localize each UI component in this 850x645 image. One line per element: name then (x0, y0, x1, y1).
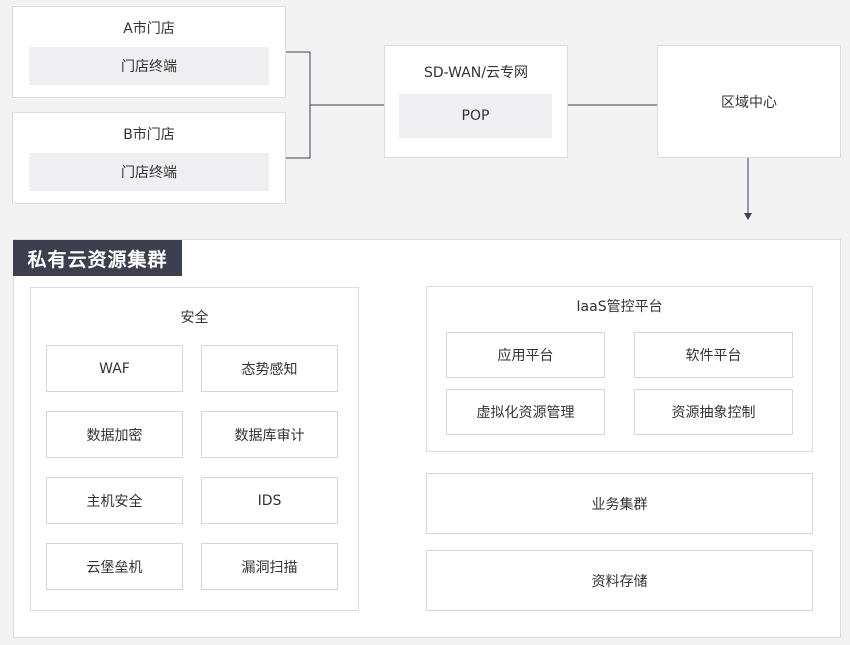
down-arrowhead-icon (744, 213, 752, 220)
security-item-host-security: 主机安全 (46, 477, 183, 524)
security-item-ids: IDS (201, 477, 338, 524)
pop-box: POP (399, 94, 552, 138)
sdwan-box: SD-WAN/云专网 POP (384, 45, 568, 158)
iaas-title: IaaS管控平台 (576, 299, 663, 315)
iaas-item-software-platform: 软件平台 (634, 332, 793, 378)
store-b-box: B市门店 门店终端 (12, 112, 286, 204)
store-a-terminal: 门店终端 (29, 47, 269, 85)
region-center-box: 区域中心 (657, 45, 841, 158)
sdwan-title: SD-WAN/云专网 (424, 65, 528, 81)
business-cluster-box: 业务集群 (426, 473, 813, 534)
security-item-data-encryption: 数据加密 (46, 411, 183, 458)
security-item-bastion: 云堡垒机 (46, 543, 183, 590)
data-storage-box: 资料存储 (426, 550, 813, 611)
region-center-title: 区域中心 (721, 94, 777, 111)
security-title: 安全 (180, 310, 209, 326)
store-b-title: B市门店 (123, 127, 175, 143)
security-item-db-audit: 数据库审计 (201, 411, 338, 458)
store-a-title: A市门店 (123, 21, 175, 37)
store-b-terminal: 门店终端 (29, 153, 269, 191)
security-item-waf: WAF (46, 345, 183, 392)
iaas-item-app-platform: 应用平台 (446, 332, 605, 378)
iaas-item-virtual-resource-mgmt: 虚拟化资源管理 (446, 389, 605, 435)
store-a-box: A市门店 门店终端 (12, 6, 286, 98)
cluster-title: 私有云资源集群 (13, 240, 182, 276)
security-item-vuln-scan: 漏洞扫描 (201, 543, 338, 590)
security-item-situational-awareness: 态势感知 (201, 345, 338, 392)
iaas-item-resource-abstraction: 资源抽象控制 (634, 389, 793, 435)
store-bracket-line (285, 51, 311, 159)
